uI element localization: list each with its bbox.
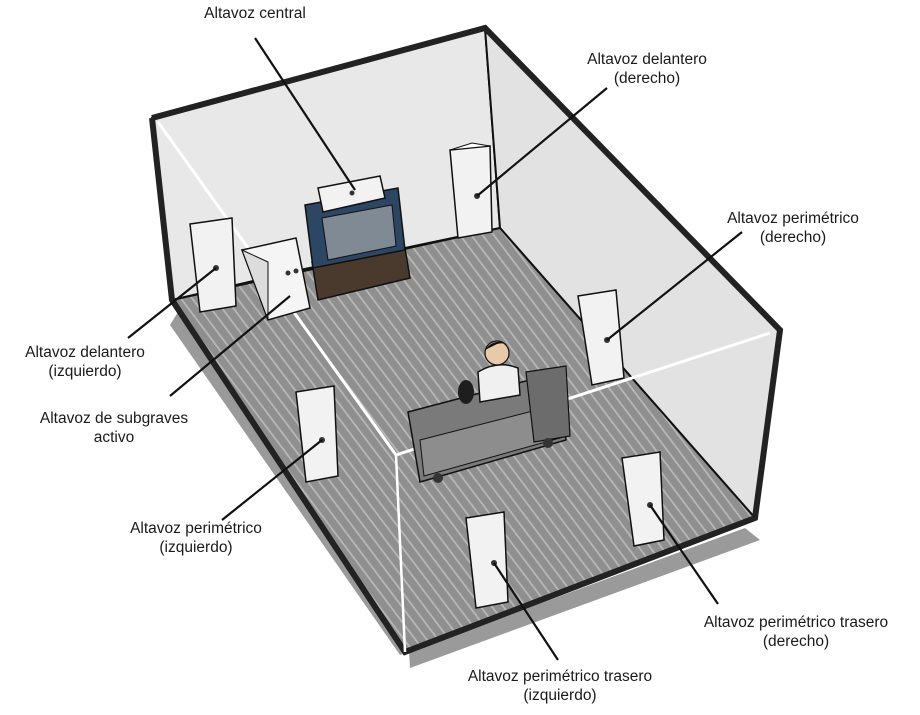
leader-surround-right bbox=[606, 231, 743, 341]
sofa bbox=[407, 365, 571, 483]
label-rear-right-line2: (derecho) bbox=[762, 633, 830, 650]
room-shadow bbox=[170, 312, 760, 668]
subwoofer bbox=[240, 237, 311, 321]
room-rim bbox=[149, 24, 784, 656]
label-subwoofer-line1: Altavoz de subgraves bbox=[39, 410, 189, 427]
label-center-line1: Altavoz central bbox=[204, 5, 306, 22]
label-surround-right-line1: Altavoz perimétrico bbox=[727, 210, 859, 227]
front-right-speaker bbox=[449, 142, 493, 239]
label-surround-right-line2: (derecho) bbox=[759, 229, 827, 246]
leader-front-right bbox=[476, 87, 608, 197]
label-rear-left-line2: (izquierdo) bbox=[523, 687, 597, 704]
label-surround-left-line1: Altavoz perimétrico bbox=[130, 520, 262, 537]
leader-center bbox=[254, 37, 356, 191]
label-subwoofer-line2: activo bbox=[93, 429, 135, 446]
label-surround-left-speaker: Altavoz perimétrico (izquierdo) bbox=[108, 519, 284, 557]
front-corner-edge bbox=[394, 454, 407, 653]
label-front-left-line2: (izquierdo) bbox=[48, 363, 122, 380]
label-rear-right-line1: Altavoz perimétrico trasero bbox=[703, 614, 889, 631]
label-center-speaker: Altavoz central bbox=[170, 4, 340, 23]
label-rear-right-speaker: Altavoz perimétrico trasero (derecho) bbox=[676, 613, 916, 651]
label-surround-left-line2: (izquierdo) bbox=[159, 539, 233, 556]
label-rear-left-line1: Altavoz perimétrico trasero bbox=[467, 668, 653, 685]
label-surround-right-speaker: Altavoz perimétrico (derecho) bbox=[708, 209, 878, 247]
label-front-right-line1: Altavoz delantero bbox=[587, 51, 707, 68]
label-rear-left-speaker: Altavoz perimétrico trasero (izquierdo) bbox=[440, 667, 680, 705]
center-speaker bbox=[317, 175, 386, 213]
label-front-right-speaker: Altavoz delantero (derecho) bbox=[572, 50, 722, 88]
label-front-right-line2: (derecho) bbox=[613, 70, 681, 87]
leader-rear-right bbox=[649, 504, 719, 605]
rear-right-speaker bbox=[621, 451, 665, 547]
leader-front-left bbox=[127, 267, 217, 339]
label-subwoofer: Altavoz de subgraves activo bbox=[16, 409, 212, 447]
label-front-left-speaker: Altavoz delantero (izquierdo) bbox=[0, 343, 170, 381]
leader-rear-left bbox=[493, 562, 559, 661]
listener bbox=[458, 340, 521, 404]
leader-lines bbox=[127, 37, 743, 661]
leader-surround-left bbox=[221, 439, 323, 521]
leader-subwoofer bbox=[169, 295, 291, 397]
label-front-left-line1: Altavoz delantero bbox=[25, 344, 145, 361]
surround-right-speaker bbox=[577, 289, 625, 386]
